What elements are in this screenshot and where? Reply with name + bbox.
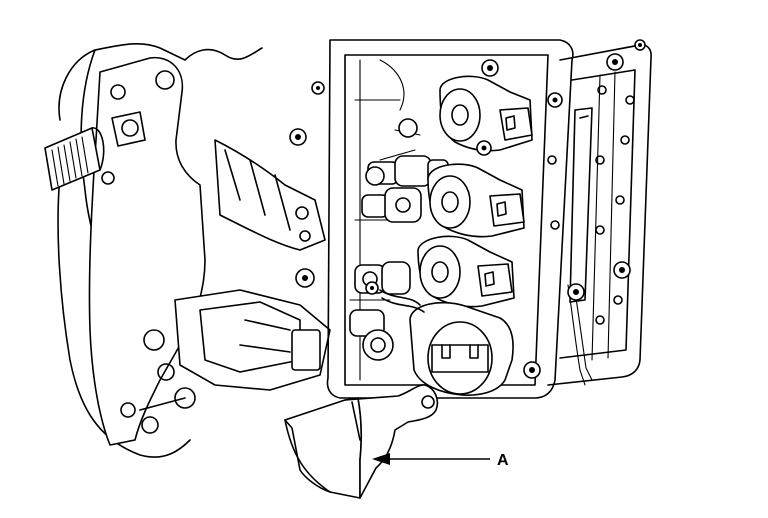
callout-a: A bbox=[372, 452, 509, 469]
valve-body-bolt bbox=[606, 53, 624, 71]
pressure-control-solenoid bbox=[409, 301, 514, 396]
valve-spool bbox=[361, 187, 422, 223]
transmission-case bbox=[44, 43, 331, 458]
valve-spool bbox=[349, 309, 394, 361]
arrowhead bbox=[372, 453, 390, 465]
valve-body-bolt bbox=[523, 361, 541, 379]
valve-body-bolt bbox=[547, 92, 563, 108]
case-bolt bbox=[289, 128, 307, 146]
valve-body-bolt bbox=[365, 281, 379, 295]
valve-body-bolt bbox=[613, 261, 631, 279]
valve-body-bolt bbox=[634, 39, 646, 51]
case-bolt bbox=[295, 268, 315, 288]
callout-label-a: A bbox=[497, 452, 509, 469]
case-bolt bbox=[311, 81, 325, 95]
solenoid-cover-bracket bbox=[284, 384, 439, 499]
cover-plate bbox=[547, 44, 652, 386]
valve-body-bolt bbox=[481, 59, 499, 77]
output-shaft bbox=[44, 127, 105, 191]
shift-solenoid-1 bbox=[439, 75, 533, 152]
valve-spool bbox=[354, 261, 411, 295]
valve-body-bolt bbox=[476, 140, 492, 156]
valve-body-bolt bbox=[567, 283, 585, 301]
valve-body bbox=[326, 39, 574, 399]
shift-solenoid-2 bbox=[427, 163, 525, 238]
shift-solenoid-3 bbox=[417, 235, 515, 308]
